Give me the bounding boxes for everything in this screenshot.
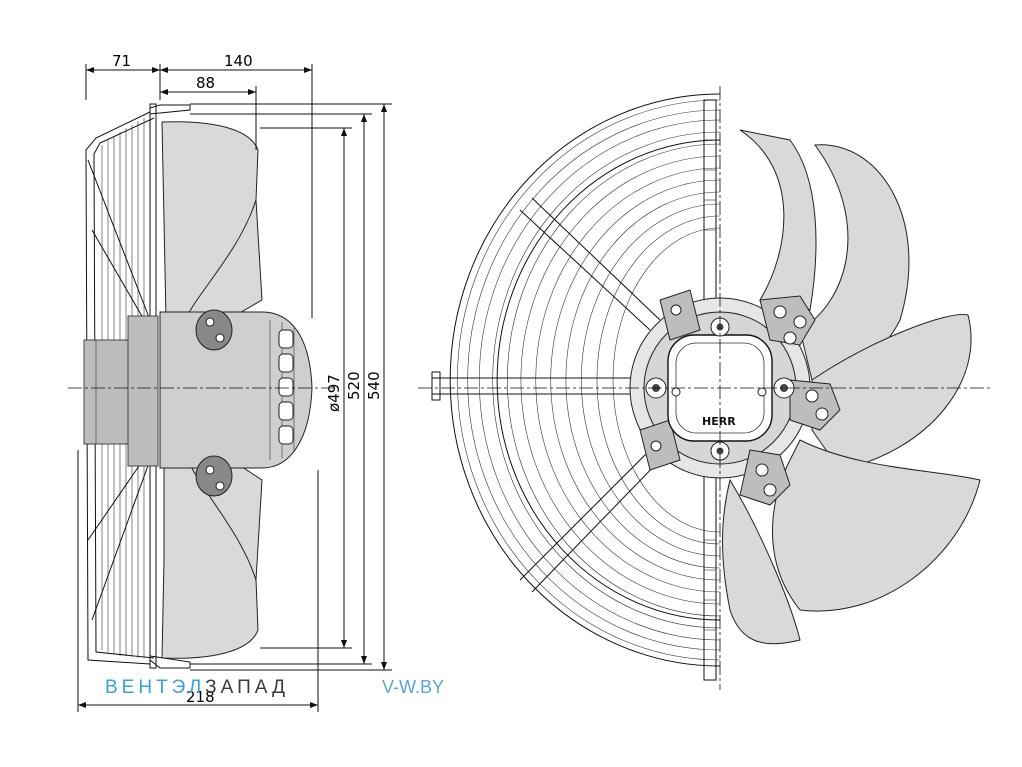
dimension-diameter-497: ø497 <box>325 374 343 412</box>
side-view: 71 140 88 218 ø497 520 540 <box>68 52 392 712</box>
watermark-site: V-W.BY <box>382 677 445 697</box>
dimension-71: 71 <box>112 52 131 70</box>
dimension-520: 520 <box>345 371 363 400</box>
dimension-540: 540 <box>365 371 383 400</box>
front-view: HERR <box>418 86 990 690</box>
dimension-140: 140 <box>224 52 253 70</box>
dimension-218: 218 <box>186 688 215 706</box>
watermark-brand-part2: ЗАПАД <box>205 677 289 698</box>
dimension-88: 88 <box>196 74 215 92</box>
watermark-brand: ВЕНТЭЛЗАПАД <box>105 677 289 699</box>
motor-brand-label: HERR <box>702 415 736 428</box>
watermark-brand-part1: ВЕНТЭЛ <box>105 677 206 698</box>
